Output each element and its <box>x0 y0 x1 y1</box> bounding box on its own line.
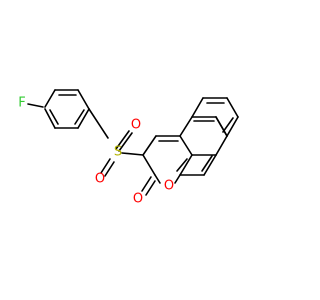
bond <box>104 161 115 177</box>
bond <box>142 154 156 176</box>
bond <box>179 154 193 176</box>
bond <box>49 109 59 125</box>
bond <box>179 116 193 137</box>
bond <box>100 158 111 174</box>
bond <box>115 130 130 150</box>
sulfonyl-oxygen-bottom-label: O <box>95 172 105 187</box>
bond <box>77 89 90 110</box>
bond <box>44 108 56 129</box>
sulfur-label: S <box>114 145 122 160</box>
bond <box>154 174 161 184</box>
bond <box>226 116 239 137</box>
bond <box>215 135 228 156</box>
molecule-structure: F S O O O O <box>18 89 239 207</box>
ring-oxygen-label: O <box>164 179 174 194</box>
bonds <box>27 89 239 196</box>
carbonyl-oxygen-label: O <box>133 192 143 207</box>
bond <box>44 89 56 108</box>
bond <box>121 152 144 156</box>
bond <box>142 135 157 156</box>
bond <box>215 116 228 137</box>
sulfonyl-oxygen-top-label: O <box>131 118 141 133</box>
bond <box>203 154 217 176</box>
bond <box>141 176 152 192</box>
bond <box>88 108 109 139</box>
bond <box>145 180 156 196</box>
bond <box>222 117 234 133</box>
bond <box>174 174 181 184</box>
bond <box>226 97 239 118</box>
fluorine-label: F <box>18 96 25 111</box>
atom-labels: F S O O O O <box>18 96 174 207</box>
bond <box>201 155 213 172</box>
bond <box>74 109 85 125</box>
bond <box>118 132 133 152</box>
bond <box>77 108 90 129</box>
bond <box>176 158 188 172</box>
bond <box>179 135 193 156</box>
bond <box>191 97 204 118</box>
bond <box>27 103 44 108</box>
